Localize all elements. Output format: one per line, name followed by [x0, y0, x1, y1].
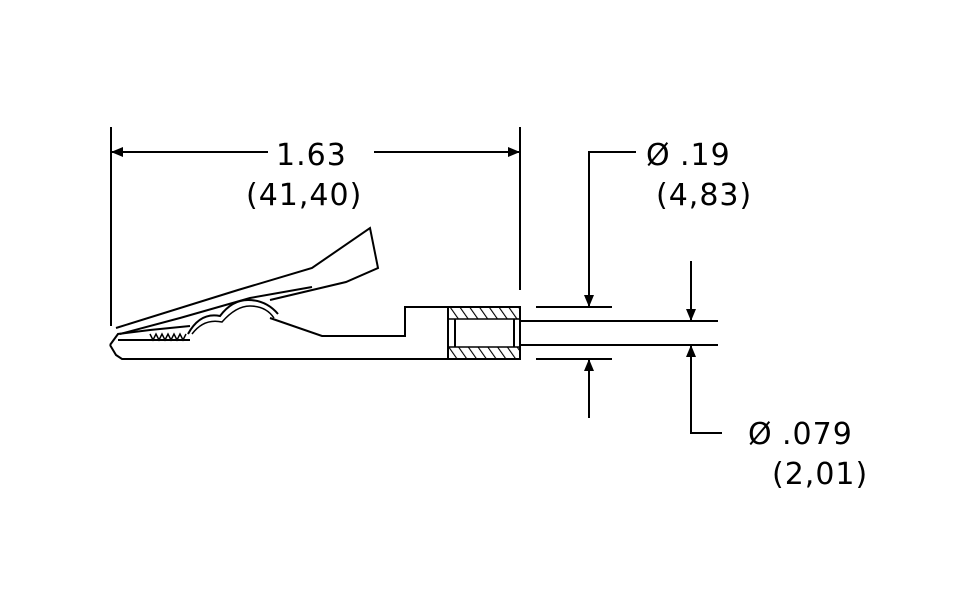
crimp-tube-hatch-top: [447, 306, 521, 320]
lower-jaw-bottom: [109, 344, 448, 360]
clip-outline: [109, 226, 718, 360]
wire-diameter-dimension: Ø .079 (2,01): [686, 261, 868, 492]
upper-jaw-outline: [115, 226, 380, 329]
lever-to-body: [269, 306, 448, 337]
length-dimension: 1.63 (41,40): [110, 127, 521, 326]
wire-diameter-mm-label: (2,01): [772, 457, 868, 492]
crimp-tube-hatch-bottom: [447, 346, 521, 360]
length-inch-label: 1.63: [276, 138, 347, 173]
pivot-hump-inner: [191, 305, 275, 335]
diameter-symbol: Ø: [646, 138, 671, 173]
body-leader-top: [584, 151, 636, 307]
pivot-hump-outer: [187, 298, 279, 335]
length-mm-label: (41,40): [246, 178, 362, 213]
jaw-teeth: [149, 332, 187, 342]
wire-diameter-inch-label: .079: [782, 417, 853, 452]
upper-jaw-inner-edge: [119, 286, 313, 335]
body-diameter-mm-label: (4,83): [656, 178, 752, 213]
wire-leader-bottom: [686, 345, 722, 434]
diameter-symbol: Ø: [748, 417, 773, 452]
body-diameter-inch-label: .19: [680, 138, 731, 173]
lower-body-outline: [109, 325, 191, 346]
body-diameter-dimension: Ø .19 (4,83): [536, 138, 752, 418]
